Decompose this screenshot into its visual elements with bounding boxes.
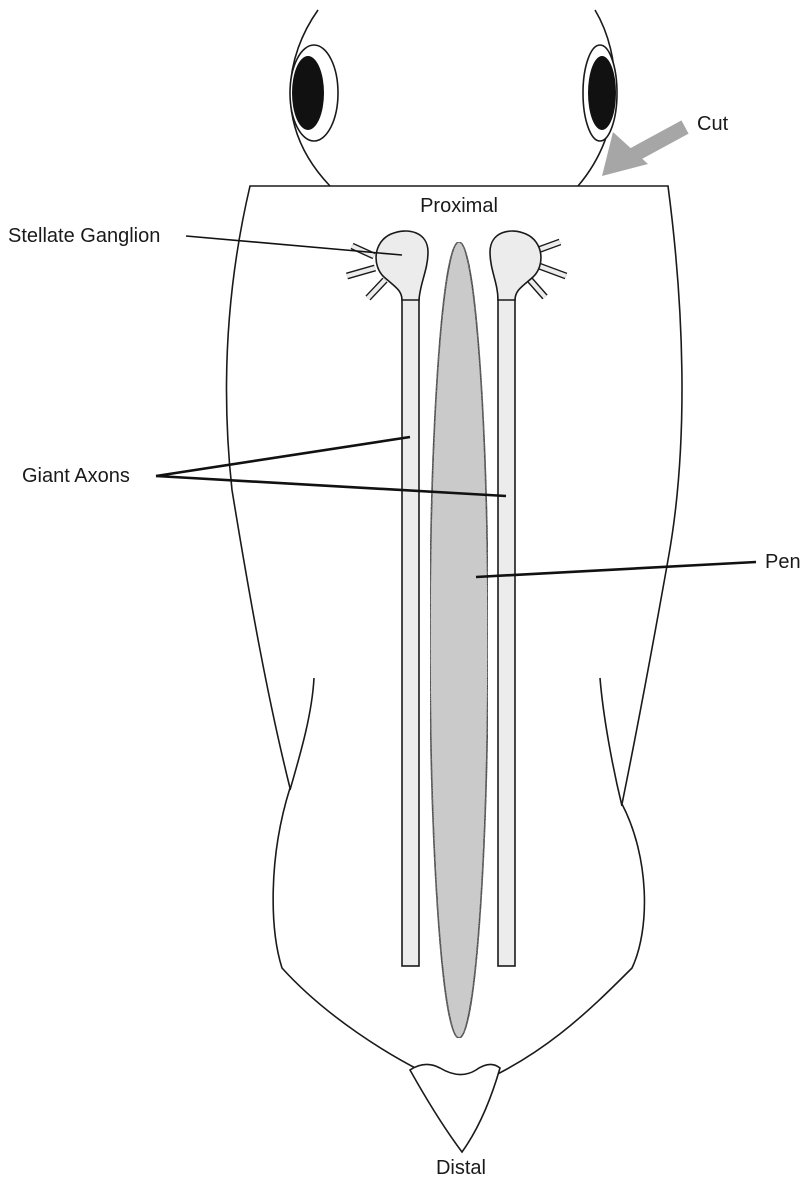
right-axon-strip [498,290,515,966]
right-eye [583,45,617,141]
left-eye-pupil [292,56,324,130]
giant-axons-label: Giant Axons [22,465,130,487]
distal-label: Distal [436,1157,486,1179]
cut-label: Cut [697,113,729,135]
right-eye-pupil [588,56,616,130]
stellate-ganglion-label: Stellate Ganglion [8,225,160,247]
pen-label: Pen [765,551,801,573]
left-axon-strip [402,290,419,966]
head [290,10,617,186]
proximal-label: Proximal [420,195,498,217]
tail-fin [410,1064,500,1152]
cut-arrow [602,127,685,176]
pen [430,242,488,1038]
left-eye [290,45,338,141]
